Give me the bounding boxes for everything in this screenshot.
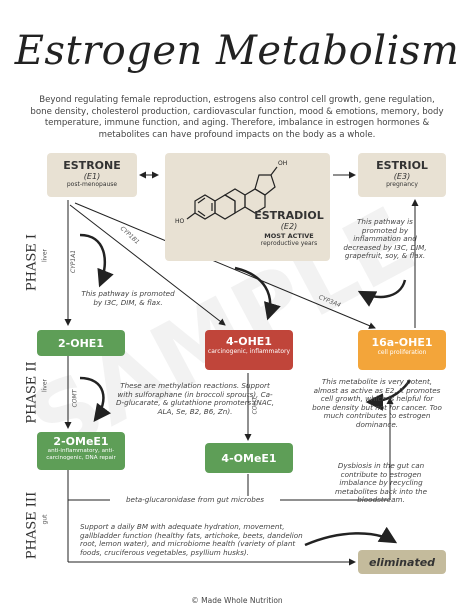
box-2-ohe1: 2-OHE1 [37,330,125,356]
enzyme-comt-1: COMT [71,389,79,408]
note-2ohe1-pathway: This pathway is promoted by I3C, DIM, & … [81,289,175,307]
phase-1-sub: liver [41,248,49,263]
estradiol-box: OH HO ESTRADIOL (E2) MOST ACTIVE reprodu… [165,153,330,261]
estriol-name: ESTRIOL [376,159,428,172]
note-methylation: These are methylation reactions. Support… [116,381,274,416]
2-ohe1-name: 2-OHE1 [58,337,104,350]
phase-2-sub: liver [41,378,49,393]
phase-3-label: PHASE III [24,491,40,560]
curved-arrow-2ohe1-path [79,233,114,288]
curved-arrow-elimination [304,526,398,547]
estradiol-tag: MOST ACTIVE [264,232,314,240]
box-eliminated: eliminated [358,550,446,574]
box-2-omee1: 2-OMeE1 anti-inflammatory, anti-carcinog… [37,432,125,470]
estradiol-desc: reproductive years [260,240,318,247]
estradiol-code: (E2) [280,222,298,231]
estradiol-structure: OH HO [175,160,287,225]
phase-3-sub: gut [41,514,49,525]
estrone-code: (E1) [83,172,101,181]
note-16a-potent: This metabolite is very potent, almost a… [312,377,442,429]
curved-arrow-estriol-path [357,279,407,307]
16a-ohe1-desc: cell proliferation [377,349,427,356]
note-support: Support a daily BM with adequate hydrati… [80,522,303,557]
note-beta-glucuronidase: beta-glucaronidase from gut microbes [110,495,280,505]
oh-label: OH [278,160,287,167]
note-estriol-pathway: This pathway is promoted by inflammation… [343,217,427,260]
phase-1-label: PHASE I [24,233,40,292]
estradiol-name: ESTRADIOL [254,209,324,222]
estriol-code: (E3) [393,172,411,181]
intro-paragraph: Beyond regulating female reproduction, e… [30,95,444,140]
arrow-e1-to-16aohe1 [74,202,376,329]
estriol-desc: pregnancy [386,181,418,188]
page-title: Estrogen Metabolism [14,28,460,74]
4-ohe1-desc: carcinogenic, inflammatory [207,348,291,355]
eliminated-name: eliminated [368,556,436,569]
curved-arrow-4ohe1-path [234,266,281,321]
box-16a-ohe1: 16a-OHE1 cell proliferation [358,330,446,370]
arrow-e1-to-4ohe1 [69,204,226,326]
estrone-box: ESTRONE (E1) post-menopause [47,153,137,197]
4-omee1-name: 4-OMeE1 [221,452,277,465]
phase-2-label: PHASE II [24,361,40,424]
curved-arrow-16a-note [365,379,412,411]
footer-credit: © Made Whole Nutrition [191,596,283,605]
box-4-omee1: 4-OMeE1 [205,443,293,473]
estrone-name: ESTRONE [63,159,121,172]
box-4-ohe1: 4-OHE1 carcinogenic, inflammatory [205,330,293,370]
4-ohe1-name: 4-OHE1 [226,335,272,348]
2-omee1-desc: anti-inflammatory, anti-carcinogenic, DN… [46,448,116,461]
note-dysbiosis: Dysbiosis in the gut can contribute to e… [334,461,428,504]
2-omee1-name: 2-OMeE1 [53,435,109,448]
ho-label: HO [175,218,185,225]
curved-arrow-methylation [79,376,111,423]
16a-ohe1-name: 16a-OHE1 [371,336,433,349]
estriol-box: ESTRIOL (E3) pregnancy [358,153,446,197]
estrone-desc: post-menopause [66,181,118,188]
enzyme-cyp1a1: CYP1A1 [70,249,78,274]
